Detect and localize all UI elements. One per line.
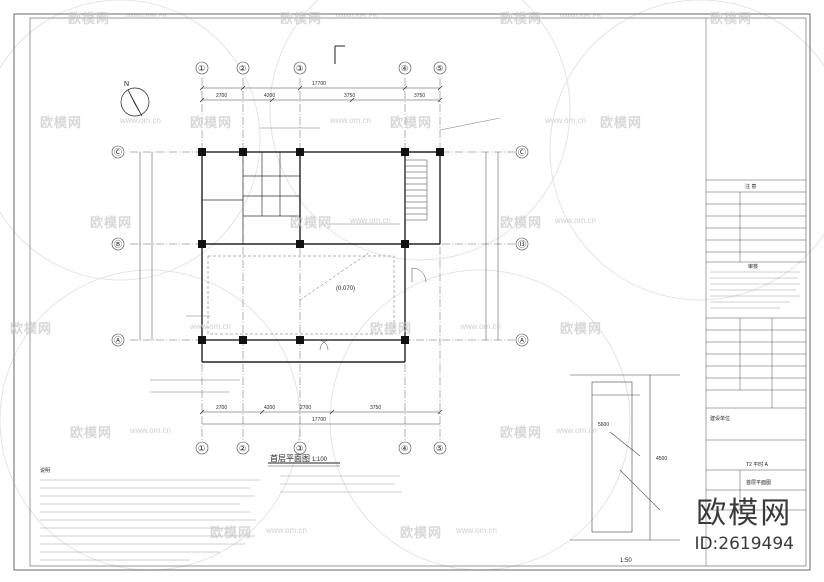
axis-label-c-left: Ⓒ (114, 148, 122, 157)
outer-border (13, 13, 811, 571)
model-id: ID:2619494 (694, 534, 794, 554)
tb-project-label: 建设单位 (710, 415, 730, 422)
watermark-url: www.om.cn (120, 116, 161, 125)
roof-outline (207, 251, 395, 335)
axis-label-5-bottom: ⑤ (436, 444, 443, 453)
watermark-url: www.om.cn (545, 116, 586, 125)
dim-top-1: 2700 (216, 93, 227, 99)
watermark-logo: 欧模网 (70, 426, 113, 441)
dim-top-total: 17700 (312, 81, 326, 87)
watermark-logo: 欧模网 (280, 12, 323, 27)
axis-grid-lines (130, 78, 520, 440)
watermark-url: www.om.cn (456, 526, 497, 535)
watermark-logo: 欧模网 (600, 116, 643, 131)
axis-label-b-left: Ⓑ (114, 240, 122, 249)
watermark-url: www.om.cn (560, 12, 601, 21)
watermark-logo: 欧模网 (190, 116, 233, 131)
axis-label-13-right: ⑬ (518, 240, 526, 249)
watermark-logo: 欧模网 (210, 526, 253, 541)
tb-drawing-name: 首层平面图 (746, 479, 771, 486)
dim-bottom-1: 2700 (216, 405, 227, 411)
axis-label-2-top: ② (239, 64, 246, 73)
watermark-logo: 欧模网 (560, 322, 603, 337)
axis-label-4-top: ④ (401, 64, 408, 73)
axis-label-2-bottom: ② (239, 444, 246, 453)
watermark-logo: 欧模网 (40, 116, 83, 131)
watermark-url: www.om.cn (330, 116, 371, 125)
watermark-logo: 欧模网 (710, 12, 753, 27)
brand-name: 欧模网 (696, 496, 793, 531)
leader-lines (150, 117, 501, 393)
watermark-logo: 欧模网 (500, 426, 543, 441)
dim-bottom-total: 17700 (312, 417, 326, 423)
watermark-logo: 欧模网 (10, 322, 53, 337)
dim-bottom-2: 4200 (264, 405, 275, 411)
axis-bubbles (111, 61, 529, 455)
dim-top-4: 3750 (414, 93, 425, 99)
room-area-label: (0.070) (336, 286, 355, 292)
watermark-logo: 欧模网 (500, 12, 543, 27)
watermark-logo: 欧模网 (290, 216, 333, 231)
dim-top-3: 3750 (344, 93, 355, 99)
section-dim-1: 5600 (598, 422, 609, 428)
axis-label-1-top: ① (198, 64, 205, 73)
watermark-logo: 欧模网 (90, 216, 133, 231)
dim-bottom-4: 3750 (370, 405, 381, 411)
axis-label-4-bottom: ④ (401, 444, 408, 453)
axis-label-a-right: Ⓐ (518, 336, 526, 345)
watermark-url: www.om.cn (460, 322, 501, 331)
watermark-url: www.om.cn (556, 426, 597, 435)
watermark-url: www.om.cn (126, 12, 167, 21)
dim-top-2: 4200 (264, 93, 275, 99)
watermark-url: www.om.cn (266, 526, 307, 535)
dim-bottom-3: 2700 (300, 405, 311, 411)
watermark-url: www.om.cn (190, 322, 231, 331)
tb-review-header: 审核 (748, 263, 758, 270)
watermark-logo: 欧模网 (400, 526, 443, 541)
watermark-url: www.om.cn (350, 216, 391, 225)
tb-version: T2 平时 A (746, 461, 769, 468)
section-detail (570, 374, 680, 541)
section-dim-2: 4500 (656, 456, 667, 462)
dimension-lines (139, 87, 499, 425)
title-block-text-lines (710, 271, 800, 309)
watermark-url: www.om.cn (336, 12, 377, 21)
section-scale: 1:50 (620, 558, 632, 564)
axis-label-5-top: ⑤ (436, 64, 443, 73)
watermark-url: www.om.cn (130, 426, 171, 435)
north-arrow (120, 87, 150, 117)
brand-stamp: 欧模网 ID:2619494 (694, 488, 794, 554)
axis-label-3-bottom: ③ (296, 444, 303, 453)
watermark-url: www.om.cn (555, 216, 596, 225)
stair (404, 159, 428, 221)
watermark-logo: 欧模网 (500, 216, 543, 231)
notes-label: 说明 (40, 467, 50, 474)
plan-title: 首层平面图 (270, 453, 310, 463)
structural-columns (198, 148, 444, 344)
general-notes-lines (40, 475, 402, 561)
watermark-logo: 欧模网 (390, 116, 433, 131)
plan-scale: 1:100 (312, 457, 328, 463)
tb-notes-header: 注 意 (745, 183, 756, 190)
axis-label-1-bottom: ① (198, 444, 205, 453)
doors (317, 267, 427, 351)
plan-title-underline (268, 462, 340, 467)
section-mark (334, 45, 345, 64)
dimension-ticks (199, 85, 443, 415)
axis-label-a-left: Ⓐ (114, 336, 122, 345)
watermark-logo: 欧模网 (68, 12, 111, 27)
room-partitions (202, 152, 300, 244)
watermark-logo: 欧模网 (370, 322, 413, 337)
axis-label-c-right: Ⓒ (518, 148, 526, 157)
inner-border (29, 17, 807, 567)
title-block (705, 18, 806, 566)
axis-label-3-top: ③ (296, 64, 303, 73)
north-label: N (124, 81, 129, 88)
